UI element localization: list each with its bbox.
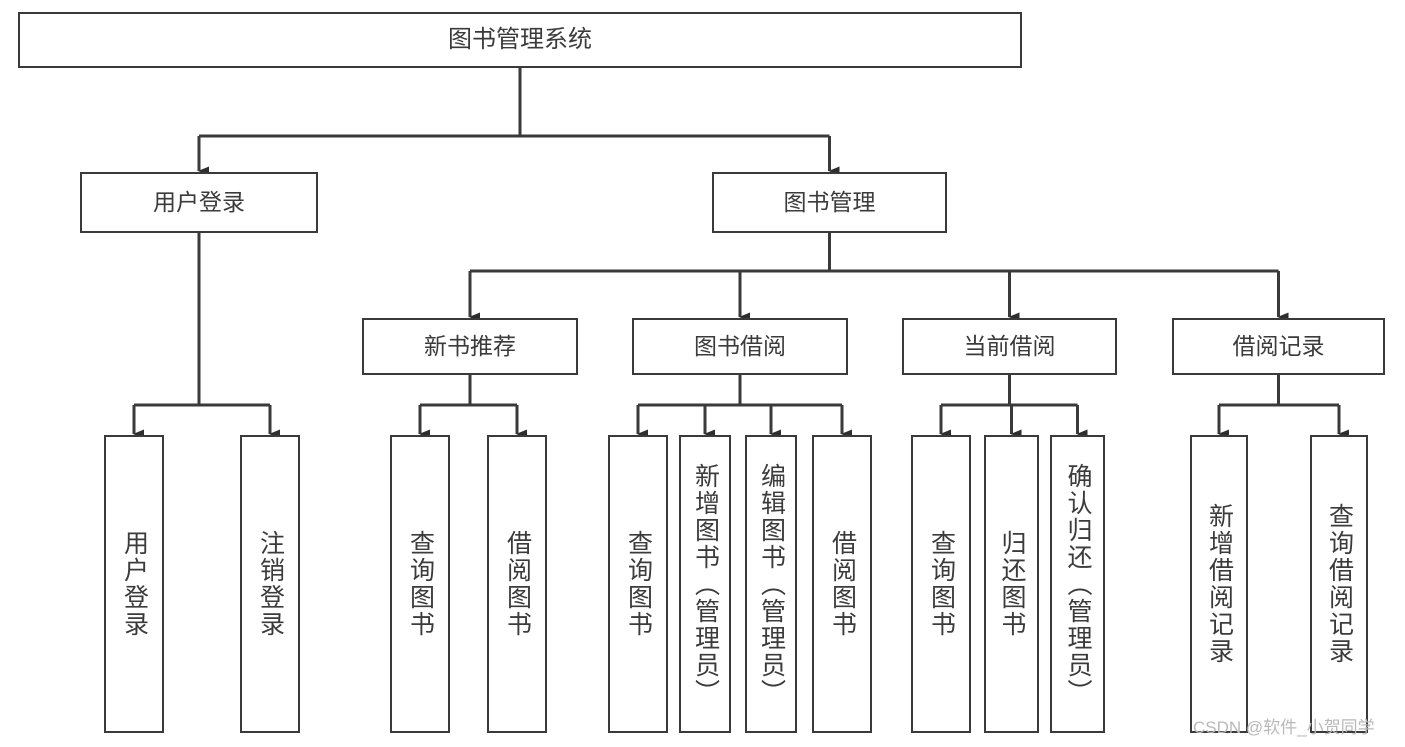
node-l-bb-add[interactable]: 新增图书（管理员）	[679, 435, 731, 733]
node-label: 图书管理	[783, 188, 876, 215]
node-l-br-query[interactable]: 查询借阅记录	[1310, 435, 1368, 733]
node-l-bb-edit[interactable]: 编辑图书（管理员）	[745, 435, 797, 733]
edge-paths	[132, 68, 1349, 439]
node-l-rec-borrow[interactable]: 借阅图书	[487, 435, 547, 733]
node-l-cb-return[interactable]: 归还图书	[984, 435, 1039, 733]
node-label: 查询图书	[927, 530, 956, 638]
node-label: 新书推荐	[424, 332, 516, 359]
node-label: 借阅记录	[1232, 332, 1325, 359]
node-l-br-add[interactable]: 新增借阅记录	[1190, 435, 1248, 733]
node-l-cb-confirm[interactable]: 确认归还（管理员）	[1050, 435, 1105, 733]
node-root[interactable]: 图书管理系统	[18, 12, 1022, 68]
watermark-text: CSDN @软件_小贺同学	[1193, 718, 1375, 737]
node-n-new-book-rec[interactable]: 新书推荐	[362, 318, 578, 375]
node-label: 新增图书（管理员）	[691, 462, 720, 706]
node-l-bb-query[interactable]: 查询图书	[608, 435, 668, 733]
node-l-rec-query[interactable]: 查询图书	[390, 435, 450, 733]
node-n-user-login[interactable]: 用户登录	[80, 172, 318, 233]
node-label: 新增借阅记录	[1205, 503, 1234, 665]
node-label: 图书借阅	[694, 332, 786, 359]
node-n-book-borrow[interactable]: 图书借阅	[632, 318, 848, 375]
node-n-book-manage[interactable]: 图书管理	[712, 172, 947, 233]
node-label: 查询借阅记录	[1325, 503, 1354, 665]
node-label: 借阅图书	[503, 530, 532, 638]
node-label: 注销登录	[256, 530, 285, 638]
node-label: 确认归还（管理员）	[1064, 462, 1092, 706]
node-label: 查询图书	[624, 530, 653, 638]
node-n-borrow-record[interactable]: 借阅记录	[1172, 318, 1385, 375]
node-l-cb-query[interactable]: 查询图书	[911, 435, 971, 733]
node-l-user-logout[interactable]: 注销登录	[240, 435, 300, 733]
node-label: 用户登录	[120, 530, 149, 638]
node-n-current-borrow[interactable]: 当前借阅	[902, 318, 1117, 375]
node-l-bb-borrow[interactable]: 借阅图书	[812, 435, 872, 733]
node-label: 借阅图书	[828, 530, 857, 638]
node-label: 归还图书	[998, 530, 1026, 638]
node-l-user-login[interactable]: 用户登录	[104, 435, 164, 733]
node-label: 查询图书	[406, 530, 435, 638]
node-label: 当前借阅	[963, 332, 1056, 359]
node-label: 用户登录	[153, 188, 245, 215]
node-label: 图书管理系统	[448, 25, 592, 53]
node-label: 编辑图书（管理员）	[757, 462, 786, 706]
